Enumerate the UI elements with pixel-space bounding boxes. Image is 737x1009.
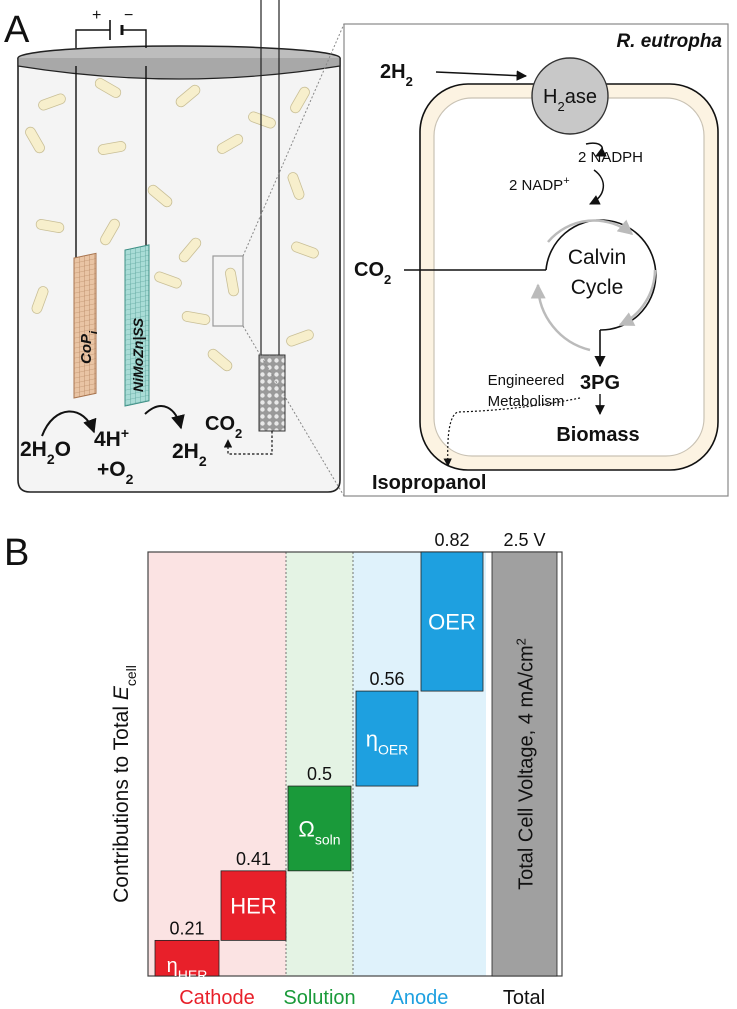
bacterium-11 bbox=[178, 237, 202, 263]
bar-label-oer: ηOER bbox=[366, 727, 409, 758]
panel-b-label: B bbox=[4, 532, 29, 574]
bar-her bbox=[220, 870, 287, 941]
bar-value-oer: 0.82 bbox=[434, 530, 469, 550]
cathode-label: CoPi bbox=[78, 330, 100, 364]
bacterium-9 bbox=[287, 172, 305, 200]
cathode-electrode bbox=[73, 252, 97, 399]
bar-her bbox=[154, 939, 220, 977]
battery-minus: − bbox=[124, 7, 133, 24]
bar-oer bbox=[420, 551, 484, 692]
anode-label: NiMoZn|SS bbox=[130, 317, 146, 392]
hydrogenase-enzyme bbox=[531, 57, 609, 135]
water-label: 2H2O bbox=[20, 438, 71, 467]
bar-soln bbox=[287, 785, 352, 872]
nadp-label: 2 NADP+ bbox=[509, 175, 570, 194]
bacterium-4 bbox=[290, 86, 310, 114]
bar-oer bbox=[355, 690, 419, 787]
region-label-cathode: Cathode bbox=[179, 987, 255, 1009]
calvin-label-line1: Calvin bbox=[568, 246, 626, 269]
zoom-region bbox=[212, 255, 244, 327]
bacteria-cells bbox=[25, 78, 319, 372]
bar-total bbox=[491, 551, 558, 977]
region-bg-solution bbox=[286, 552, 353, 976]
bar-label-oer: OER bbox=[428, 610, 476, 635]
co2-beaker-label: CO2 bbox=[205, 413, 242, 441]
bar-value-soln: 0.5 bbox=[307, 764, 332, 784]
panel-a-label: A bbox=[4, 9, 30, 51]
bacterium-1 bbox=[94, 78, 122, 98]
co2-inlet-tube bbox=[223, 0, 286, 455]
co2-cell-label: CO2 bbox=[354, 259, 391, 287]
electrolysis-beaker bbox=[17, 45, 341, 493]
hydrogenase-label: H2ase bbox=[543, 86, 597, 114]
y-axis-label: Contributions to Total Ecell bbox=[110, 665, 139, 903]
region-label-anode: Anode bbox=[391, 987, 449, 1009]
h2-input-label: 2H2 bbox=[380, 61, 413, 89]
isopropanol-label: Isopropanol bbox=[372, 472, 486, 494]
battery: + − bbox=[75, 7, 147, 48]
organism-label: R. eutropha bbox=[616, 31, 722, 52]
bar-value-oer: 0.56 bbox=[369, 669, 404, 689]
region-label-total: Total bbox=[503, 987, 545, 1009]
bacterium-8 bbox=[216, 134, 244, 154]
bacterium-18 bbox=[100, 218, 120, 246]
anode-electrode bbox=[124, 244, 150, 407]
bar-label-her: ηHER bbox=[167, 955, 208, 983]
battery-plus: + bbox=[92, 7, 101, 24]
bacterium-17 bbox=[225, 267, 239, 297]
bar-value-total: 2.5 V bbox=[503, 530, 545, 550]
hydrogen-label: 2H2 bbox=[172, 440, 207, 469]
engineered-label-line1: Engineered bbox=[488, 372, 565, 389]
bacterium-7 bbox=[147, 184, 173, 208]
engineered-label-line2: Metabolism bbox=[488, 393, 565, 410]
bacterium-2 bbox=[175, 84, 201, 108]
bar-value-her: 0.41 bbox=[236, 849, 271, 869]
bacterium-13 bbox=[31, 286, 49, 314]
region-label-solution: Solution bbox=[283, 987, 355, 1009]
bar-label-her: HER bbox=[230, 894, 276, 919]
bacterium-15 bbox=[286, 329, 314, 347]
bar-label-soln: Ωsoln bbox=[298, 816, 340, 847]
bacterium-6 bbox=[97, 141, 127, 155]
bacterium-0 bbox=[38, 93, 66, 111]
bacterium-3 bbox=[248, 111, 276, 129]
calvin-label-line2: Cycle bbox=[571, 276, 624, 299]
bar-value-her: 0.21 bbox=[169, 918, 204, 938]
biomass-label: Biomass bbox=[556, 424, 639, 446]
bacterium-10 bbox=[35, 219, 65, 233]
bacterium-16 bbox=[181, 311, 211, 325]
bacterium-14 bbox=[207, 348, 233, 372]
bacterium-12 bbox=[291, 241, 319, 259]
plot-frame bbox=[147, 551, 563, 977]
bar-label-total: Total Cell Voltage, 4 mA/cm2 bbox=[513, 638, 538, 890]
nadph-label: 2 NADPH bbox=[578, 149, 643, 166]
bacterium-19 bbox=[154, 271, 182, 289]
calvin-cycle bbox=[530, 219, 657, 352]
protons-label: 4H+ bbox=[94, 425, 129, 451]
3pg-label: 3PG bbox=[580, 372, 620, 394]
bacterium-5 bbox=[25, 126, 45, 154]
voltage-chart: Cathode Solution Anode Total Contributions t… bbox=[110, 530, 563, 1009]
oxygen-label: +O2 bbox=[97, 458, 134, 487]
